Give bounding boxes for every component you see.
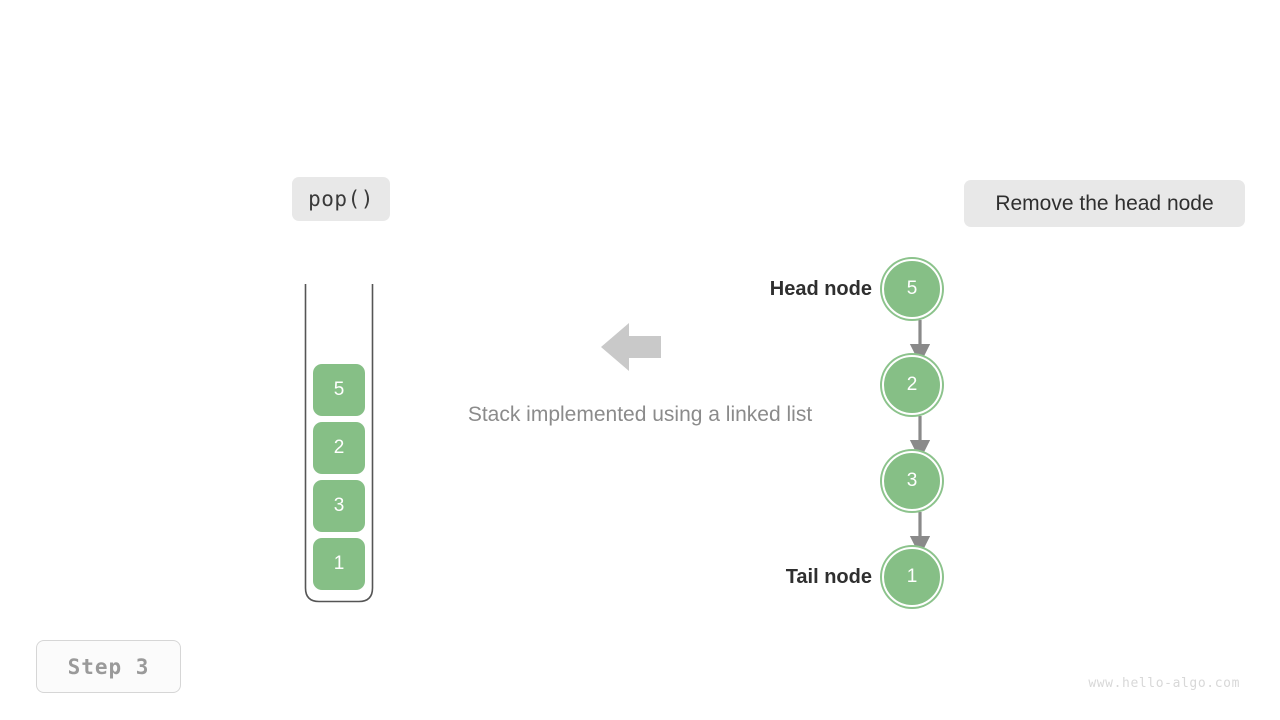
linked-list-row: Head node 5 [740,258,980,320]
stack-visualization: 5 2 3 1 [304,284,374,603]
linked-list-row: 2 [740,354,980,416]
stack-container-outline [304,284,374,603]
operation-label: pop() [308,187,374,211]
caption-text: Stack implemented using a linked list [467,403,813,426]
linked-list-node: 3 [882,451,942,511]
watermark: www.hello-algo.com [1088,676,1240,691]
stack-cell: 1 [313,538,365,590]
step-badge: Step 3 [36,640,181,693]
left-arrow-icon [601,323,661,371]
operation-chip: pop() [292,177,390,221]
stack-cell-value: 5 [333,379,345,400]
head-node-label: Head node [769,277,872,300]
linked-list-node-value: 2 [906,374,918,395]
linked-list-node: 2 [882,355,942,415]
stack-cell: 2 [313,422,365,474]
tail-node-label: Tail node [785,565,872,588]
action-label: Remove the head node [995,191,1214,215]
linked-list-visualization: Head node 5 2 3 Tail node 1 [740,250,980,620]
stack-items: 5 2 3 1 [313,364,365,590]
stack-cell-value: 3 [333,495,345,516]
stack-cell: 3 [313,480,365,532]
linked-list-row: 3 [740,450,980,512]
linked-list-node: 5 [882,259,942,319]
linked-list-node: 1 [882,547,942,607]
linked-list-node-value: 3 [906,470,918,491]
linked-list-node-value: 5 [906,278,918,299]
stack-cell-value: 2 [333,437,345,458]
action-chip: Remove the head node [964,180,1245,227]
linked-list-row: Tail node 1 [740,546,980,608]
stack-cell: 5 [313,364,365,416]
stack-cell-value: 1 [333,553,345,574]
linked-list-node-value: 1 [906,566,918,587]
